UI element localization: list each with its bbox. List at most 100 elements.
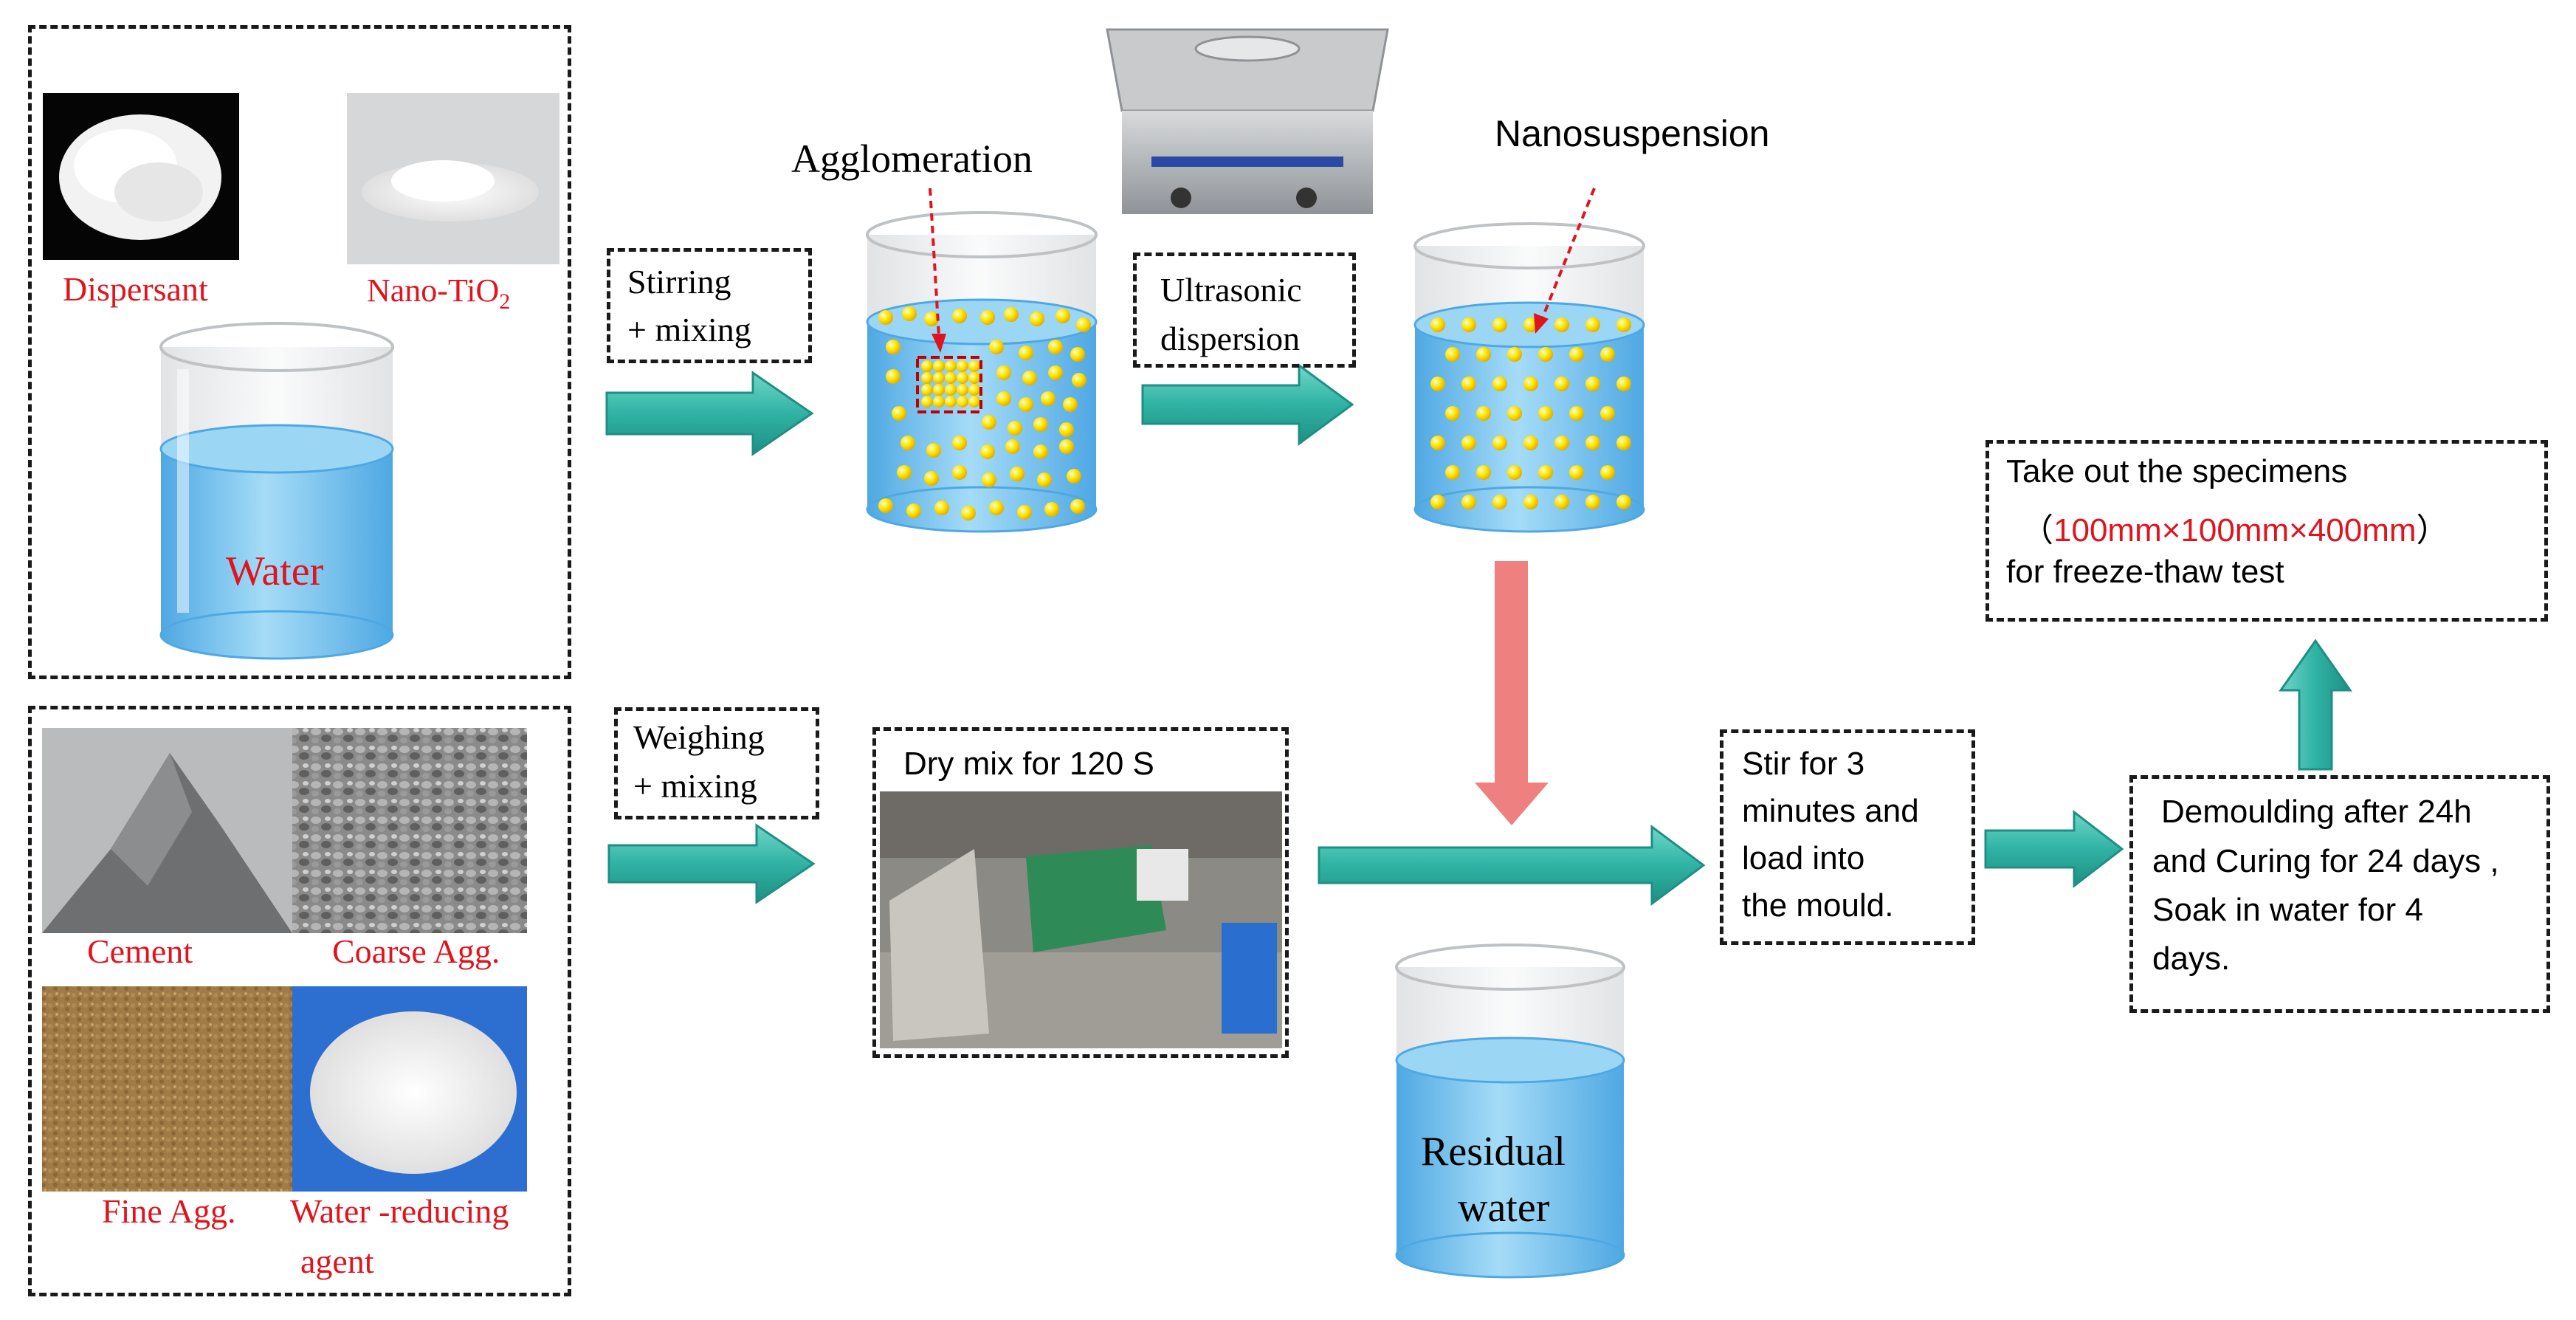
residual-water-label-line1: Residual (1421, 1129, 1566, 1175)
particle-dot (952, 465, 967, 480)
demould-label-line4: days. (2152, 941, 2231, 977)
cement-photo (42, 728, 292, 933)
residual-water-beaker (1395, 943, 1625, 1279)
takeout-label-line3: for freeze-thaw test (2006, 554, 2284, 590)
particle-dot (982, 472, 996, 487)
particle-dot (878, 498, 893, 513)
particle-dot (1507, 406, 1522, 421)
particle-dot (926, 443, 941, 458)
particle-dot (1072, 373, 1086, 388)
particle-dot (1033, 444, 1048, 459)
particle-dot (1033, 417, 1048, 432)
drymix-label: Dry mix for 120 S (903, 746, 1154, 782)
particle-dot (1585, 495, 1600, 509)
particle-dot (1507, 347, 1522, 362)
particle-dot (968, 360, 980, 372)
demould-label-line1: Demoulding after 24h (2161, 794, 2472, 830)
particle-dot (921, 396, 933, 408)
particle-dot (945, 372, 957, 384)
particle-dot (1445, 347, 1460, 362)
coarse-agg-photo (292, 728, 527, 933)
particle-dot (1430, 317, 1445, 332)
particle-dot (921, 360, 933, 372)
particle-dot (1070, 347, 1085, 362)
stir-box (1720, 729, 1975, 945)
particle-dot (980, 310, 995, 325)
particle-dot (996, 391, 1011, 406)
particle-dot (1554, 436, 1569, 450)
nano-tio2-subscript: 2 (499, 289, 511, 314)
particle-dot (982, 415, 996, 430)
particle-dot (1022, 371, 1037, 385)
particle-dot (921, 384, 933, 396)
stir-label-line1: Stir for 3 (1742, 746, 1865, 782)
particle-dot (1585, 317, 1600, 332)
stirring-label-line1: Stirring (627, 263, 731, 300)
nanosuspension-pointer (1534, 188, 1596, 334)
particle-dot (968, 396, 980, 408)
particle-dot (1585, 377, 1600, 391)
materials-top-panel (28, 25, 571, 679)
particle-dot (878, 310, 893, 325)
particle-dot (1554, 317, 1569, 332)
arrow-ultrasonic (1141, 363, 1354, 446)
arrow-down-pink (1475, 561, 1549, 825)
particle-dot (924, 312, 939, 326)
materials-bottom-panel (28, 706, 571, 1296)
takeout-close-paren: ） (2416, 512, 2449, 549)
drymix-box (872, 727, 1289, 1058)
particle-dot (1004, 307, 1019, 322)
particle-dot (933, 384, 945, 396)
particle-dot (1616, 377, 1631, 391)
particle-dot (1554, 495, 1569, 509)
agglomeration-pointer (929, 188, 946, 353)
arrow-stirring (605, 371, 814, 456)
ultrasonic-label-line1: Ultrasonic (1160, 271, 1302, 309)
particle-dot (1476, 406, 1491, 421)
nano-tio2-text: Nano-TiO (367, 272, 500, 309)
particle-dot (1600, 406, 1615, 421)
demould-box (2129, 775, 2550, 1013)
particle-dot (1019, 397, 1033, 412)
nanosuspension-label: Nanosuspension (1495, 113, 1770, 154)
stir-label-line4: the mould. (1742, 887, 1894, 924)
arrow-weighing (607, 823, 816, 904)
particle-dot (892, 406, 906, 421)
particle-dot (1461, 317, 1476, 332)
particle-dot (1445, 406, 1460, 421)
particle-dot (968, 384, 980, 396)
particle-dot (1538, 406, 1553, 421)
particle-dot (1538, 465, 1553, 480)
particle-dot (933, 396, 945, 408)
particle-dot (957, 384, 968, 396)
particle-dot (1476, 465, 1491, 480)
fine-agg-photo (42, 986, 292, 1192)
dry-mixer-photo (880, 791, 1282, 1048)
particle-dot (989, 340, 1004, 354)
particle-dot (1492, 436, 1507, 450)
nanosuspension-beaker (1413, 222, 1645, 533)
particle-dot (1059, 439, 1074, 454)
demould-label-line3: Soak in water for 4 (2152, 892, 2423, 928)
ultrasonic-label-line2: dispersion (1160, 320, 1301, 357)
takeout-open-paren: （ (2021, 512, 2053, 549)
particle-dot (1461, 495, 1476, 509)
nano-tio2-photo (347, 93, 559, 264)
particle-dot (957, 360, 968, 372)
water-reducing-agent-label-line1: Water -reducing (290, 1192, 509, 1230)
particle-dot (1538, 347, 1553, 362)
particle-dot (1616, 495, 1631, 509)
particle-dot (952, 309, 967, 323)
particle-dot (980, 444, 995, 459)
arrow-stir (1984, 809, 2124, 889)
particle-dot (906, 503, 921, 518)
particle-dot (1008, 421, 1022, 436)
particle-dot (957, 372, 968, 384)
water-reducing-agent-photo (292, 986, 527, 1192)
takeout-label-line1: Take out the specimens (2006, 453, 2348, 489)
particle-dot (1076, 317, 1091, 332)
weighing-label-line2: + mixing (633, 767, 757, 805)
particle-dot (1569, 465, 1584, 480)
particle-dot (897, 465, 912, 480)
